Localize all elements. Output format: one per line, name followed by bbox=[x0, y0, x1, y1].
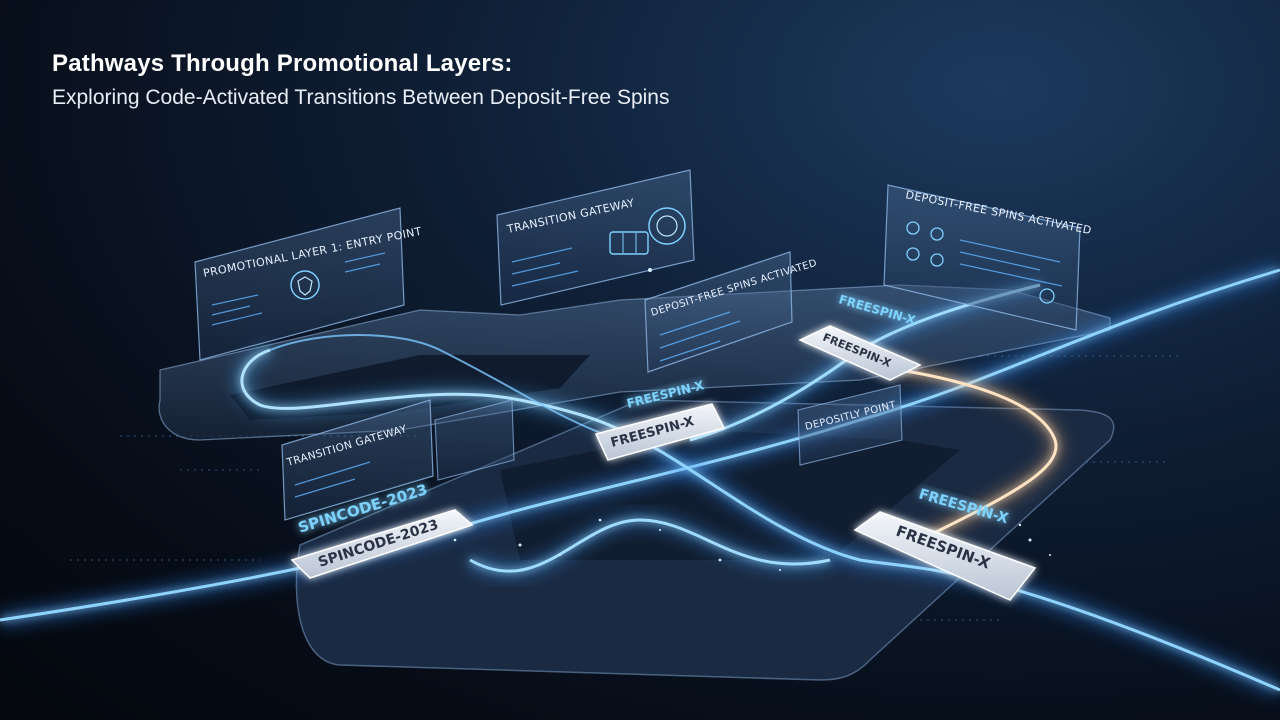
dial-icon bbox=[648, 207, 686, 245]
page-subtitle: Exploring Code-Activated Transitions Bet… bbox=[52, 86, 670, 109]
panel-entry-point: PROMOTIONAL LAYER 1: ENTRY POINT bbox=[194, 207, 423, 361]
panel-gateway-top: TRANSITION GATEWAY bbox=[496, 169, 695, 306]
spin-icons bbox=[906, 221, 1055, 304]
slot-reels-icon bbox=[609, 231, 649, 255]
page-title: Pathways Through Promotional Layers: bbox=[52, 50, 513, 77]
glow-paths bbox=[0, 261, 1280, 699]
particles bbox=[429, 268, 1051, 571]
panel-depositly: DEPOSITLY POINT bbox=[797, 384, 903, 466]
title-block: Pathways Through Promotional Layers: Exp… bbox=[52, 50, 669, 110]
shield-icon bbox=[290, 270, 320, 300]
